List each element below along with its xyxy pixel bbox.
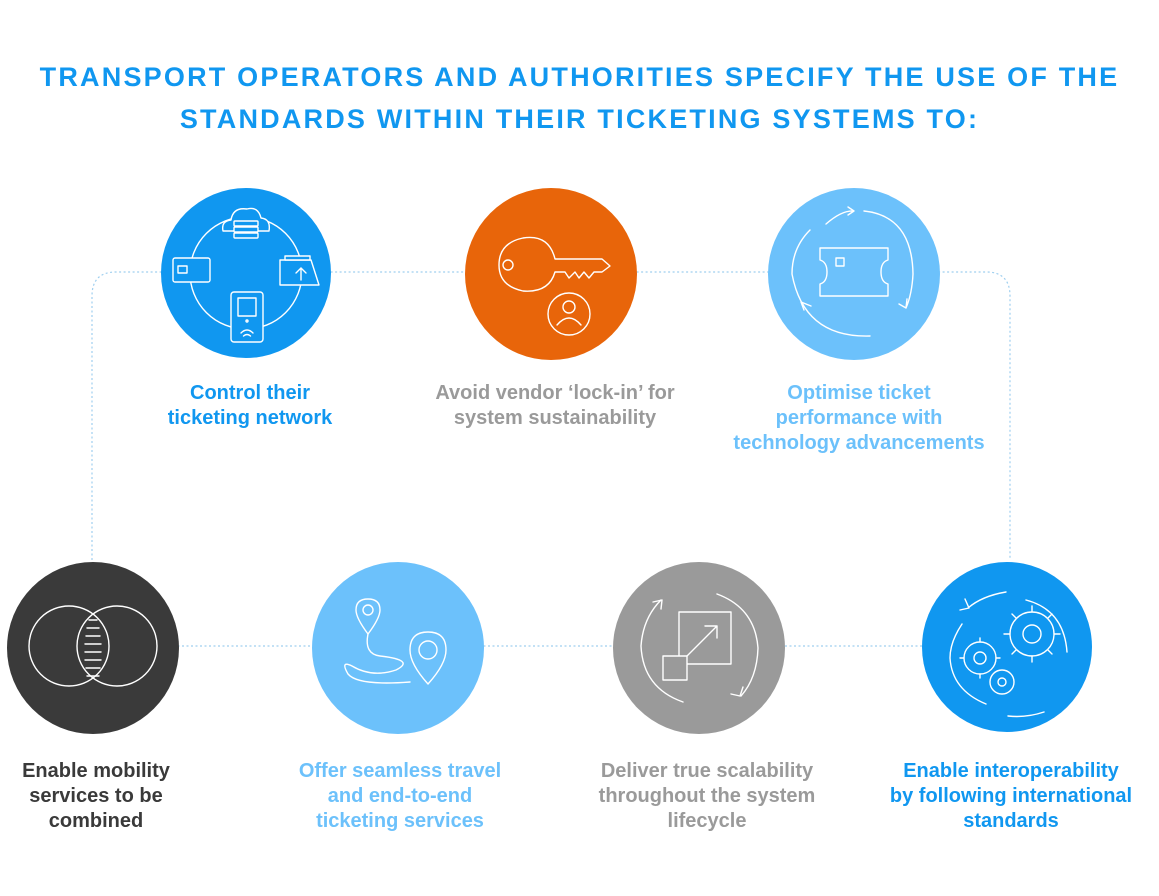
label-line: standards — [963, 810, 1059, 832]
label-line: ticketing network — [167, 407, 333, 429]
page-title: TRANSPORT OPERATORS AND AUTHORITIES SPEC… — [0, 56, 1159, 140]
label-line: lifecycle — [667, 810, 747, 832]
label-line: technology advancements — [733, 432, 985, 454]
label-line: Enable mobility — [22, 760, 170, 782]
interoperability-circle — [922, 562, 1092, 732]
scale-arrows-icon — [640, 593, 759, 703]
label-line: Control their — [190, 382, 310, 404]
label-line: by following international — [889, 785, 1133, 807]
route-pins-icon — [344, 598, 447, 685]
label-line: combined — [48, 810, 144, 832]
control-network-circle — [161, 188, 331, 358]
label-line: services to be — [29, 785, 163, 807]
optimise-ticket-circle — [768, 188, 940, 360]
gears-cycle-icon — [949, 591, 1068, 718]
label-vendor: Avoid vendor ‘lock-in’ for system sustai… — [405, 381, 705, 431]
network-devices-icon — [172, 207, 320, 343]
vendor-lockin-circle — [465, 188, 637, 360]
label-line: performance with — [775, 407, 943, 429]
key-user-icon — [498, 236, 611, 336]
label-line: and end-to-end — [327, 785, 473, 807]
label-line: system sustainability — [453, 407, 657, 429]
label-line: Deliver true scalability — [600, 760, 814, 782]
title-line-1: TRANSPORT OPERATORS AND AUTHORITIES SPEC… — [39, 62, 1120, 92]
seamless-travel-circle — [312, 562, 484, 734]
label-line: throughout the system — [598, 785, 816, 807]
label-line: Optimise ticket — [787, 382, 931, 404]
label-line: Enable interoperability — [903, 760, 1119, 782]
ticket-cycle-icon — [791, 206, 914, 337]
venn-overlap-icon — [28, 605, 158, 687]
label-line: Offer seamless travel — [298, 760, 502, 782]
label-interoperability: Enable interoperability by following int… — [865, 759, 1157, 834]
label-line: Avoid vendor ‘lock-in’ for — [435, 382, 675, 404]
label-scalability: Deliver true scalability throughout the … — [567, 759, 847, 834]
label-control: Control their ticketing network — [130, 381, 370, 431]
title-line-2: STANDARDS WITHIN THEIR TICKETING SYSTEMS… — [179, 104, 980, 134]
label-line: ticketing services — [316, 810, 484, 832]
label-seamless: Offer seamless travel and end-to-end tic… — [270, 759, 530, 834]
scalability-circle — [613, 562, 785, 734]
label-optimise: Optimise ticket performance with technol… — [709, 381, 1009, 456]
label-mobility: Enable mobility services to be combined — [0, 759, 192, 834]
mobility-combined-circle — [7, 562, 179, 734]
